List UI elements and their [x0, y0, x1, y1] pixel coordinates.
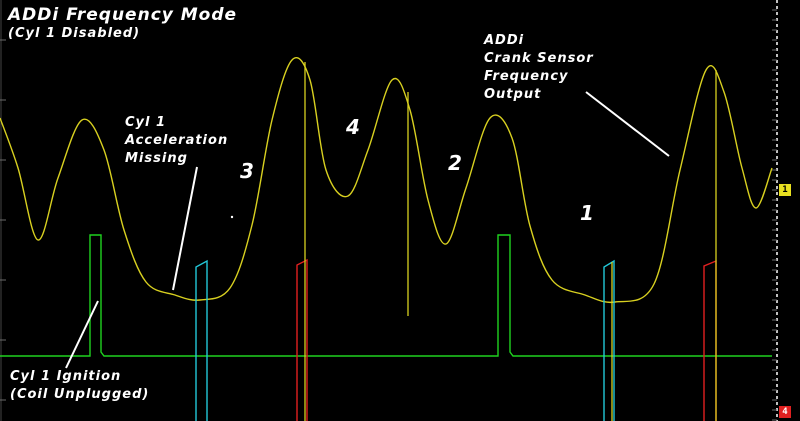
cyan-channel-trace: [195, 259, 615, 421]
yellow-channel-marker[interactable]: 1: [779, 184, 791, 196]
accel-missing-label: Cyl 1 Acceleration Missing: [125, 115, 229, 166]
crank-frequency-trace: [0, 57, 773, 304]
page-subtitle: (Cyl 1 Disabled): [8, 26, 141, 41]
page-title: ADDi Frequency Mode: [8, 5, 238, 25]
stray-dot: [230, 215, 234, 219]
cylinder-label-4: 4: [346, 115, 360, 139]
cylinder-label-3: 3: [240, 159, 254, 183]
scale-ticks: [0, 9, 777, 421]
cyl1-ignition-trace: [0, 234, 772, 357]
accel-callout-line: [172, 166, 198, 291]
addi-output-label: ADDi Crank Sensor Frequency Output: [484, 33, 594, 102]
red-channel-marker[interactable]: 4: [779, 406, 791, 418]
ignition-label: Cyl 1 Ignition (Coil Unplugged): [10, 369, 150, 402]
ignition-callout-line: [65, 300, 99, 369]
addi-callout-line: [585, 91, 670, 157]
cylinder-label-2: 2: [448, 151, 462, 175]
yellow-trigger-spikes: [304, 62, 717, 421]
cylinder-label-1: 1: [580, 201, 594, 225]
